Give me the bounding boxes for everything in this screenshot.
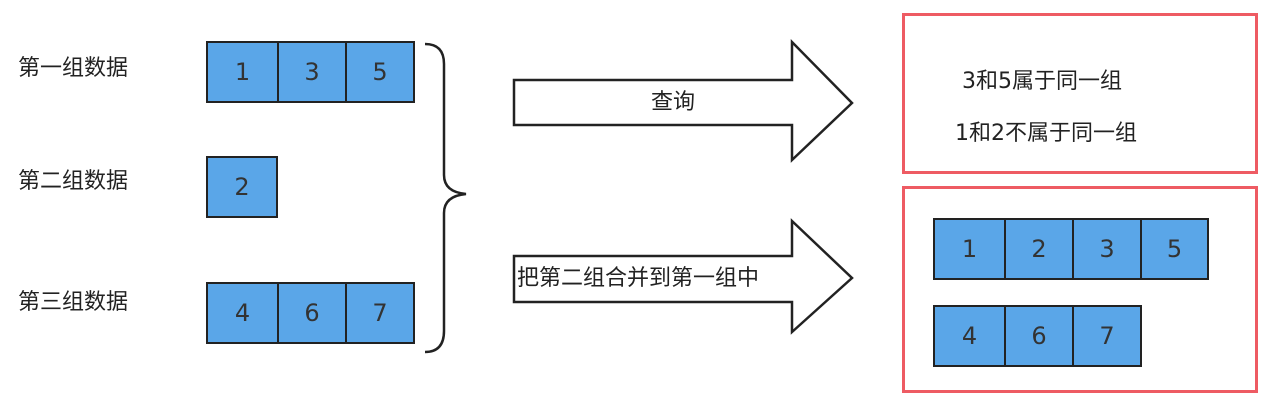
- merged-group-row: 1 2 3 5: [933, 218, 1209, 280]
- query-label: 查询: [651, 90, 696, 115]
- remaining-group-row: 4 6 7: [933, 305, 1142, 367]
- group-3-cell: 4: [208, 284, 277, 342]
- group-1-cell: 5: [345, 43, 413, 101]
- group-3-cell: 6: [277, 284, 345, 342]
- remaining-group-cell: 6: [1004, 307, 1072, 365]
- group-3-row: 4 6 7: [206, 282, 415, 344]
- merged-group-cell: 3: [1072, 220, 1140, 278]
- group-2-cell: 2: [208, 158, 276, 216]
- grouping-brace: [424, 42, 467, 354]
- merge-arrow: [512, 218, 854, 335]
- group-3-cell: 7: [345, 284, 413, 342]
- group-3-label: 第三组数据: [18, 290, 129, 315]
- remaining-group-cell: 7: [1072, 307, 1140, 365]
- merge-label: 把第二组合并到第一组中: [517, 266, 760, 291]
- group-2-label: 第二组数据: [18, 169, 129, 194]
- group-1-cell: 1: [208, 43, 277, 101]
- merged-group-cell: 2: [1004, 220, 1072, 278]
- merged-group-cell: 1: [935, 220, 1004, 278]
- group-2-row: 2: [206, 156, 278, 218]
- merged-group-cell: 5: [1140, 220, 1207, 278]
- query-result-box: [902, 13, 1258, 174]
- query-result-line-1: 3和5属于同一组: [962, 69, 1122, 94]
- merge-result-box: [902, 186, 1258, 393]
- group-1-label: 第一组数据: [18, 56, 129, 81]
- group-1-row: 1 3 5: [206, 41, 415, 103]
- query-arrow: [512, 38, 854, 163]
- query-result-line-2: 1和2不属于同一组: [955, 121, 1137, 146]
- group-1-cell: 3: [277, 43, 345, 101]
- remaining-group-cell: 4: [935, 307, 1004, 365]
